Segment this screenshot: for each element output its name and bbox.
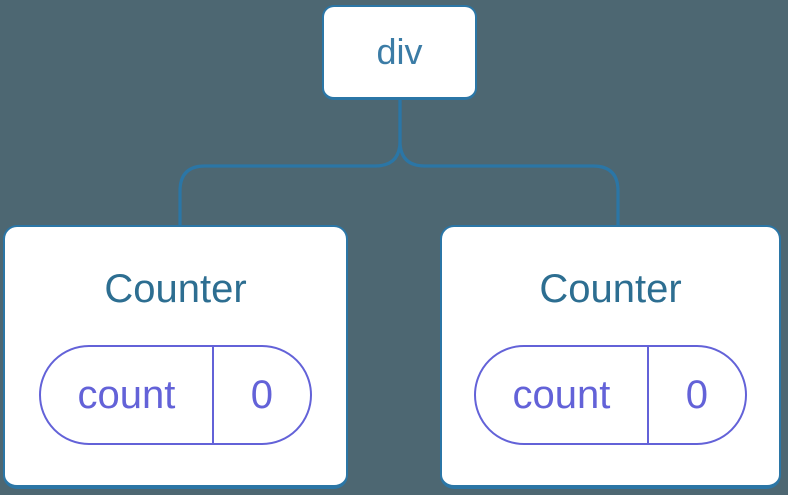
state-key-label: count xyxy=(476,347,649,443)
state-pill: count 0 xyxy=(474,345,747,445)
connector-left-branch xyxy=(178,99,402,227)
root-node-label: div xyxy=(376,31,423,72)
connector-right-branch xyxy=(398,99,620,227)
component-title: Counter xyxy=(104,267,247,311)
state-value: 0 xyxy=(685,373,709,417)
state-pill: count 0 xyxy=(39,345,312,445)
tree-node-div: div xyxy=(322,5,477,100)
counter-card-left: Counter count 0 xyxy=(3,225,348,489)
state-key-label: count xyxy=(41,347,214,443)
component-title: Counter xyxy=(539,267,682,311)
counter-card-right: Counter count 0 xyxy=(440,225,781,489)
state-value: 0 xyxy=(250,373,274,417)
